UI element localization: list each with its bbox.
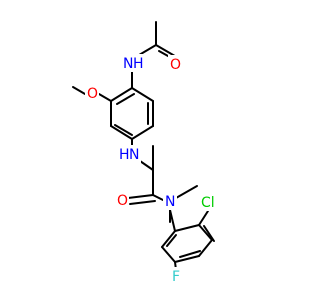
bond-line xyxy=(175,185,198,199)
bond-line xyxy=(198,239,213,257)
bond-line xyxy=(114,124,133,136)
f-text: F xyxy=(172,269,180,285)
bond-line xyxy=(139,160,154,171)
bond-line xyxy=(129,200,156,205)
atom-amide-n: N xyxy=(163,192,177,210)
bond-line xyxy=(110,87,133,102)
bond-line xyxy=(174,255,200,263)
atom-acetyl-o: O xyxy=(168,55,182,73)
bond-line xyxy=(72,86,86,95)
atom-amine-nh: H N xyxy=(117,145,141,163)
amine-nh-n-text: N xyxy=(129,147,139,163)
atom-methoxy-o: O xyxy=(85,84,99,102)
bond-line xyxy=(166,234,177,247)
bond-line xyxy=(198,210,209,226)
bond-line xyxy=(131,125,154,140)
bond-line xyxy=(161,246,176,263)
amide-nh-h-text: H xyxy=(133,56,144,72)
amide-o-text: O xyxy=(117,193,128,209)
bond-line xyxy=(169,209,176,232)
atom-cl: Cl xyxy=(199,193,221,211)
amine-nh-h-text: H xyxy=(119,147,130,163)
amide-nh-n-text: N xyxy=(123,56,133,72)
amide-n-text: N xyxy=(165,194,175,210)
bond-line xyxy=(198,224,213,241)
cl-text: Cl xyxy=(201,195,215,211)
bond-line xyxy=(179,250,201,258)
bond-line xyxy=(116,93,135,105)
bond-line xyxy=(161,230,176,248)
canvas-background xyxy=(0,0,300,300)
bond-line xyxy=(203,225,215,242)
methoxy-o-text: O xyxy=(87,86,98,102)
atom-amide-nh: N H xyxy=(122,54,146,72)
bond-line xyxy=(127,194,154,199)
atom-labels: N H O O H N O N xyxy=(85,54,221,285)
atom-amide-o: O xyxy=(115,191,129,209)
bond-line xyxy=(110,125,133,140)
atom-f: F xyxy=(170,267,182,285)
molecule-structure: N H O O H N O N xyxy=(0,0,300,300)
bond-line xyxy=(131,87,154,102)
bond-line xyxy=(98,93,112,102)
bond-line xyxy=(174,224,200,232)
acetyl-o-text: O xyxy=(170,57,181,73)
